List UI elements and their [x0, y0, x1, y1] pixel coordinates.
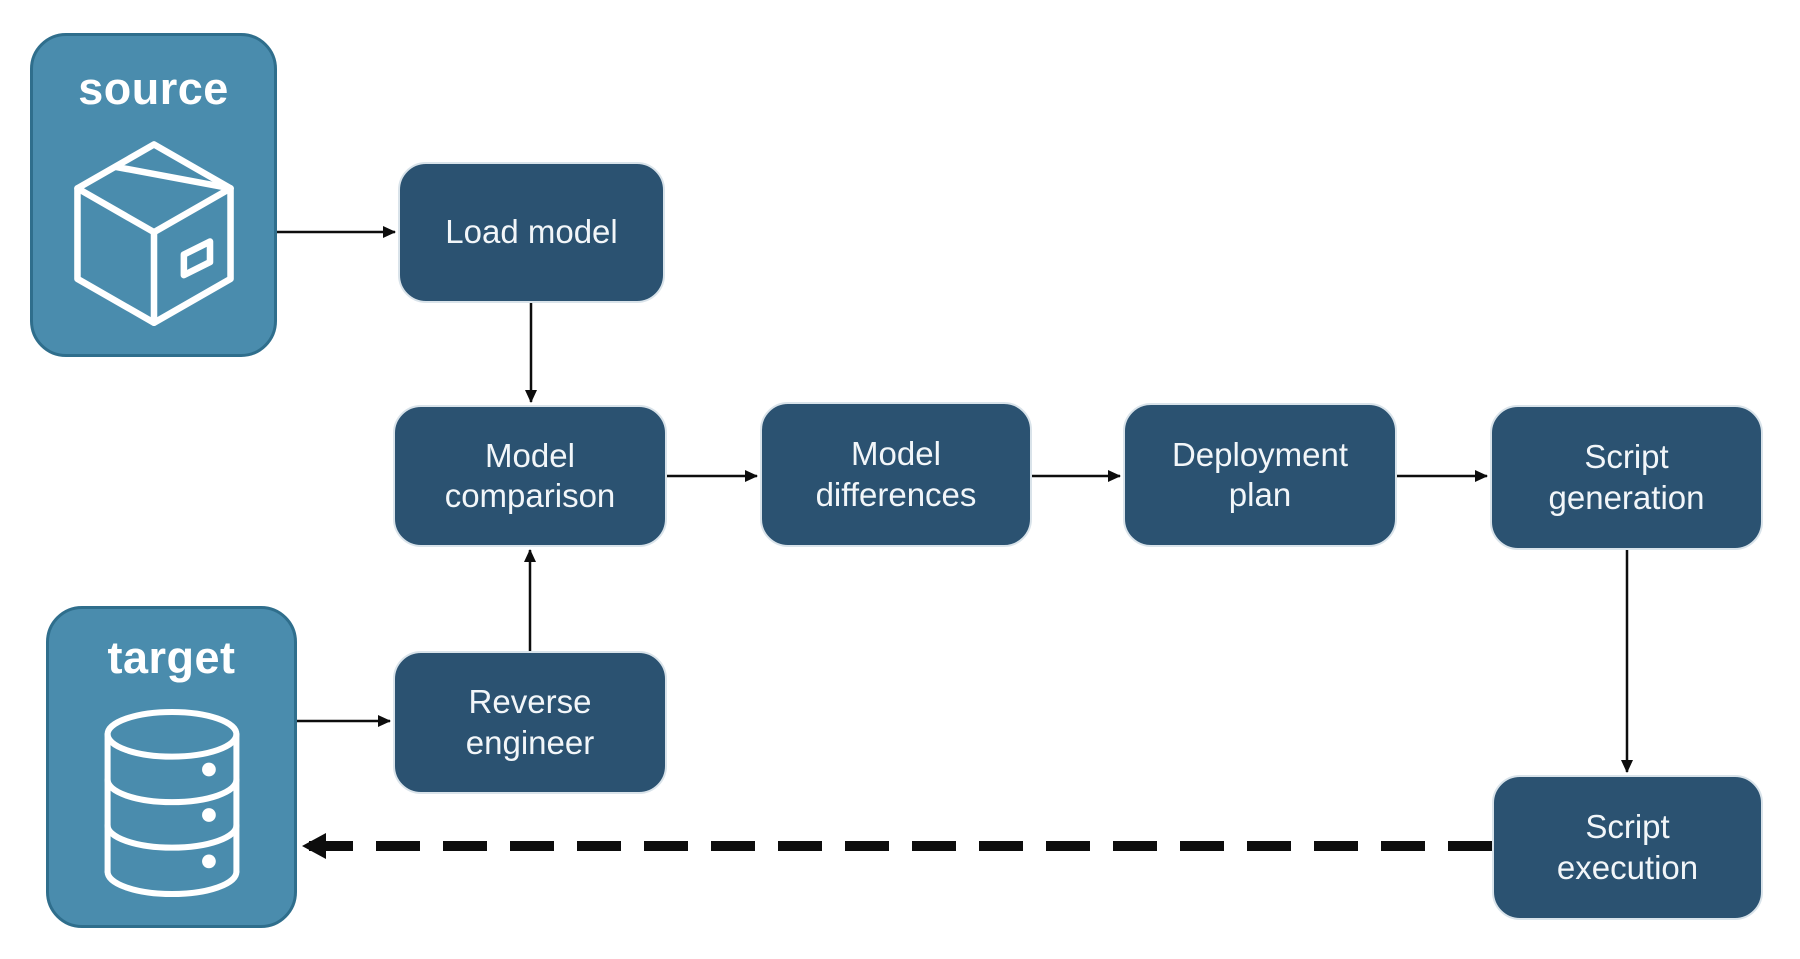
database-icon [104, 708, 239, 898]
entity-source: source [30, 33, 277, 357]
step-reverse-engineer: Reverse engineer [393, 651, 667, 794]
step-label: Reverse engineer [465, 683, 595, 761]
step-load-model: Load model [398, 162, 665, 303]
step-model-differences: Model differences [760, 402, 1032, 547]
step-script-generation: Script generation [1490, 405, 1763, 550]
step-deployment-plan: Deployment plan [1123, 403, 1397, 547]
step-label: Script generation [1548, 438, 1705, 516]
step-model-comparison: Model comparison [393, 405, 667, 547]
step-label: Model comparison [444, 436, 616, 514]
package-icon [73, 141, 234, 326]
entity-target: target [46, 606, 297, 928]
step-script-execution: Script execution [1492, 775, 1763, 920]
entity-source-label: source [78, 63, 229, 114]
entity-target-label: target [107, 632, 236, 683]
step-label: Deployment plan [1171, 435, 1349, 513]
step-label: Script execution [1556, 808, 1699, 886]
step-label: Load model [445, 213, 618, 251]
step-label: Model differences [815, 435, 977, 513]
